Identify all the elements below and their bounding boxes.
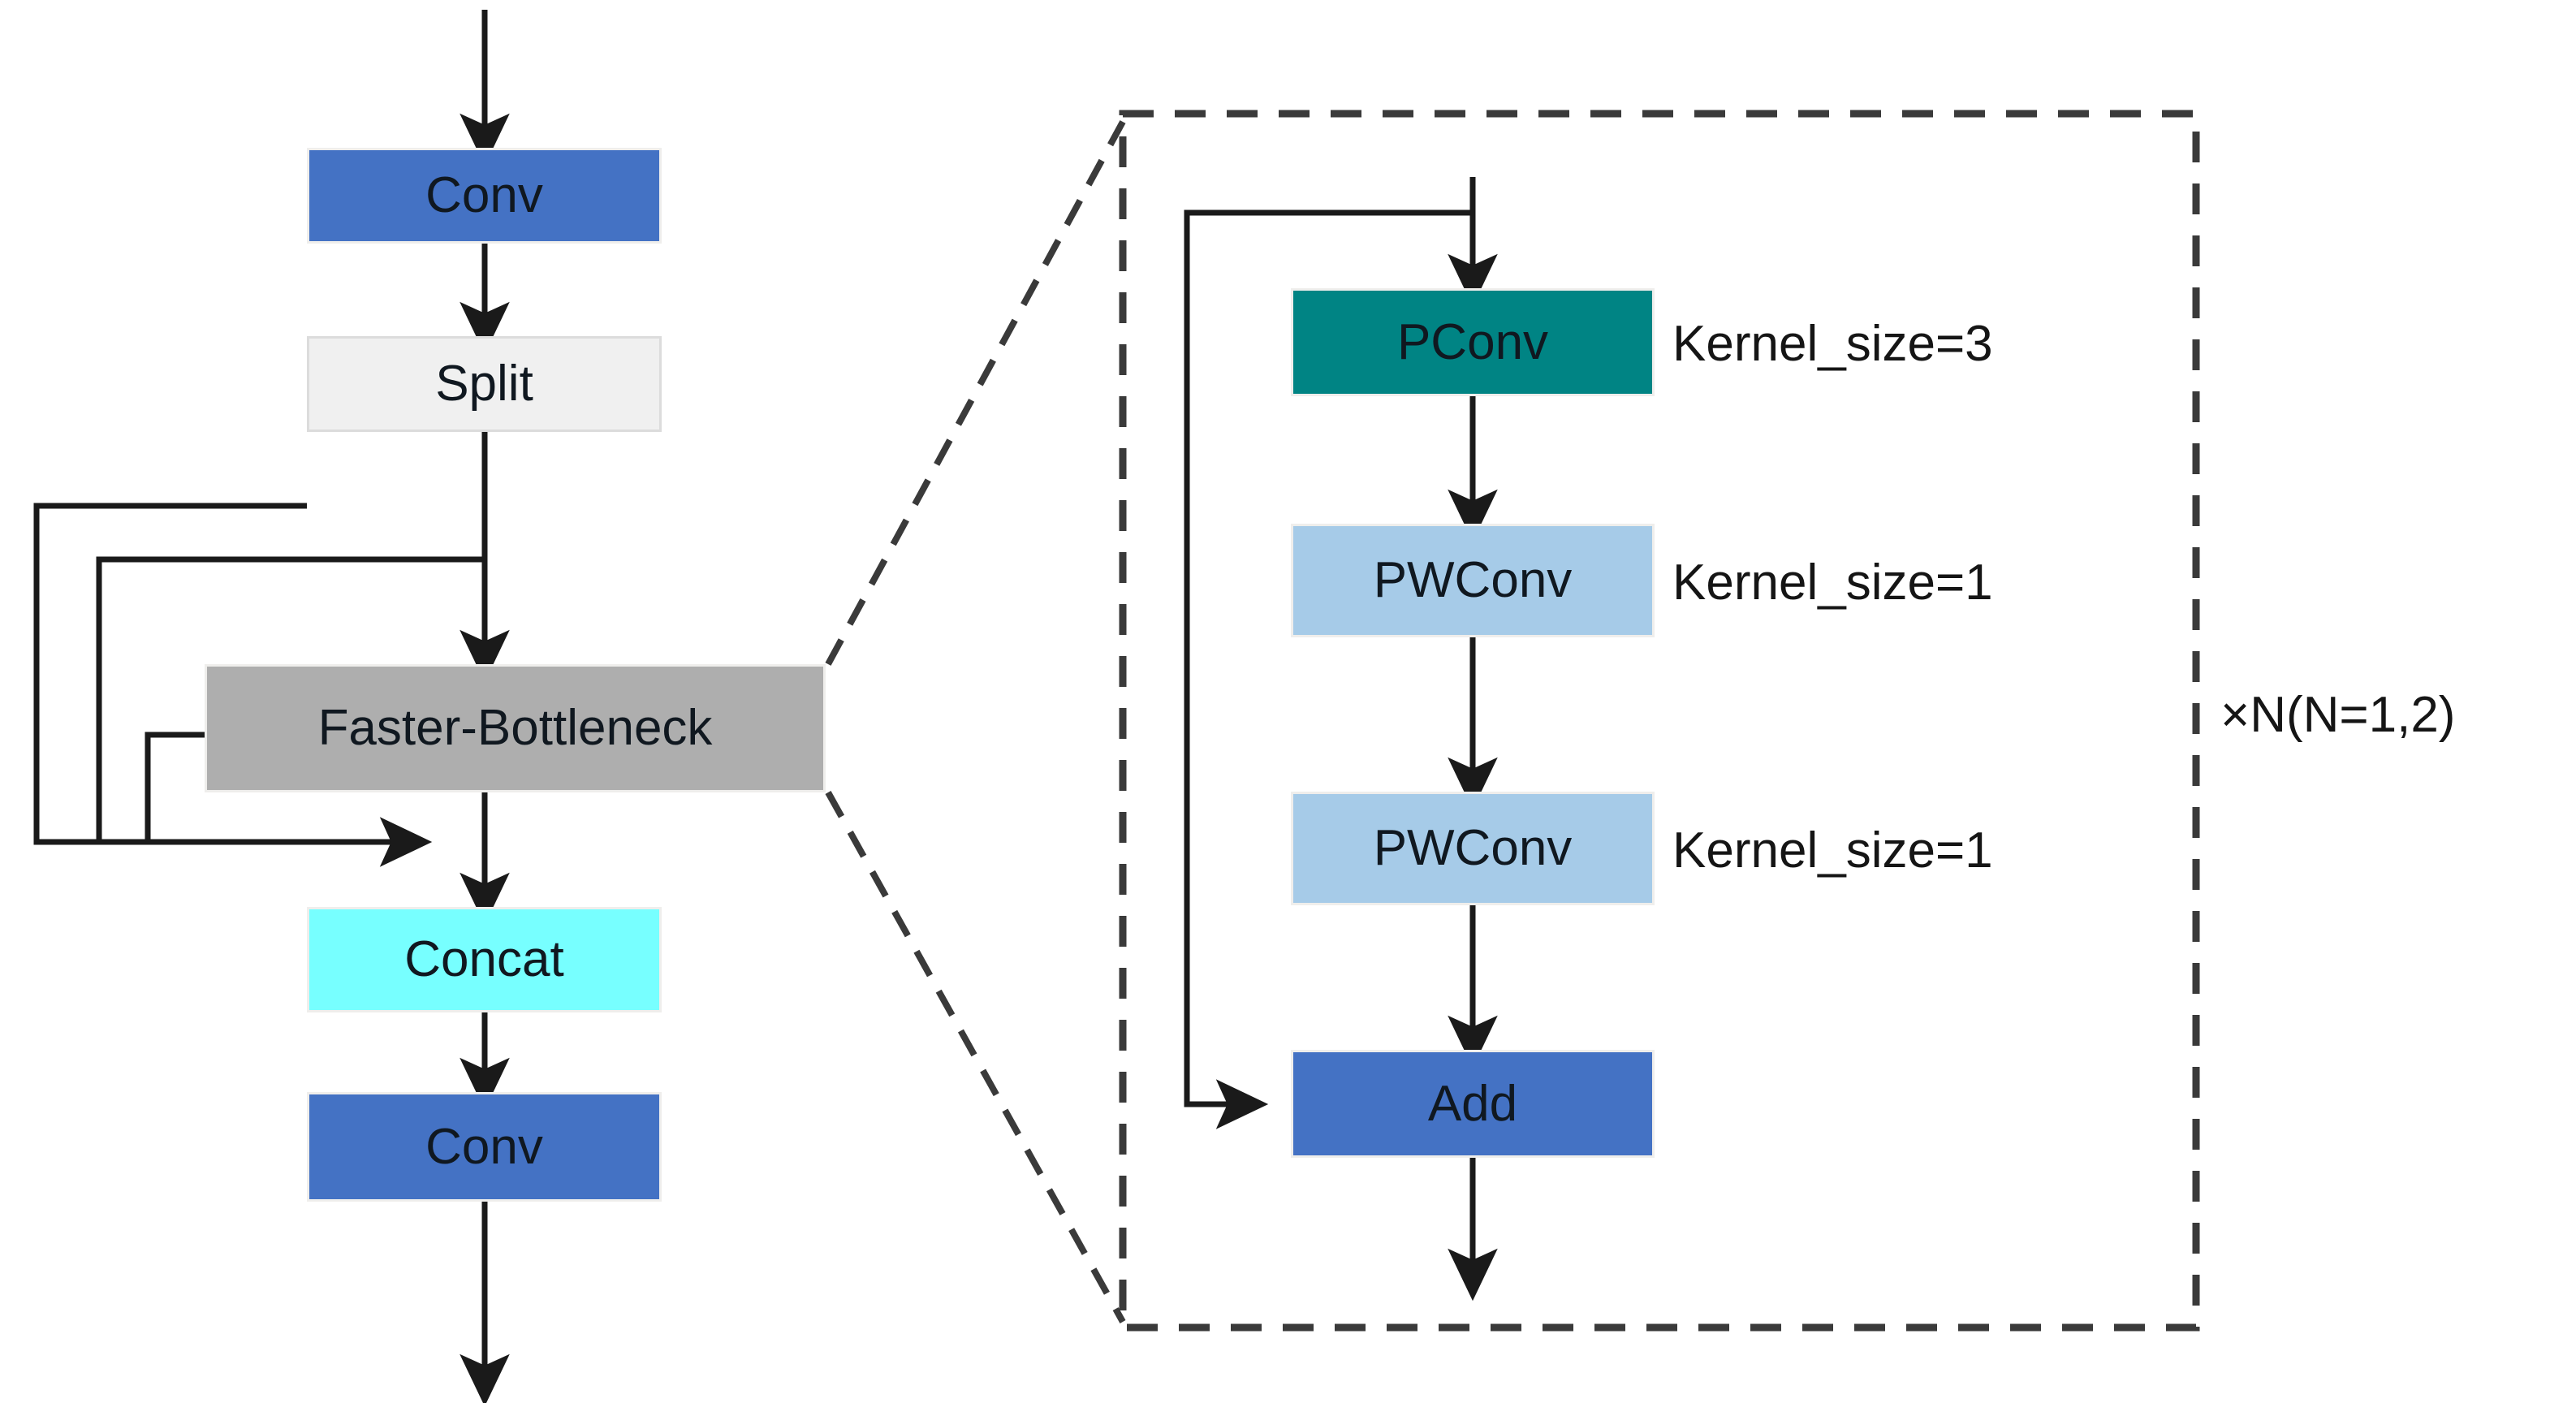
node-pconv-label: PConv [1396,313,1549,370]
skip-connections [33,503,485,867]
node-split-label: Split [435,356,533,412]
skip-split-left-to-concat [33,503,406,845]
repeat-count-label: ×N(N=1,2) [2220,687,2456,743]
node-add[interactable]: Add [1291,1050,1655,1158]
callout-line-top [825,120,1126,666]
node-concat-label: Concat [404,931,564,987]
node-conv-bottom-label: Conv [425,1118,543,1175]
node-pwconv-1-label: PWConv [1373,552,1573,608]
detail-dashed-boundary [1119,110,2200,1332]
callout-line-bottom [825,791,1126,1323]
node-conv-top[interactable]: Conv [307,148,662,244]
callout-dashed-lines [825,120,1126,1323]
detail-arrows [1184,177,1498,1302]
skip-split-branch-to-concat [96,556,485,842]
pconv-kernel-size-label: Kernel_size=3 [1672,316,1993,372]
node-faster-bottleneck[interactable]: Faster-Bottleneck [205,664,826,792]
node-pconv[interactable]: PConv [1291,288,1655,396]
node-concat[interactable]: Concat [307,907,662,1012]
node-pwconv-2[interactable]: PWConv [1291,792,1655,905]
node-pwconv-1[interactable]: PWConv [1291,524,1655,637]
node-faster-bottleneck-label: Faster-Bottleneck [317,700,713,756]
node-split[interactable]: Split [307,336,662,432]
pwconv-1-kernel-size-label: Kernel_size=1 [1672,555,1993,611]
pwconv-2-kernel-size-label: Kernel_size=1 [1672,822,1993,878]
node-conv-bottom[interactable]: Conv [307,1092,662,1202]
node-add-label: Add [1427,1075,1518,1132]
node-pwconv-2-label: PWConv [1373,820,1573,876]
skip-bottleneck-to-concat [145,732,205,842]
node-conv-top-label: Conv [425,167,543,223]
